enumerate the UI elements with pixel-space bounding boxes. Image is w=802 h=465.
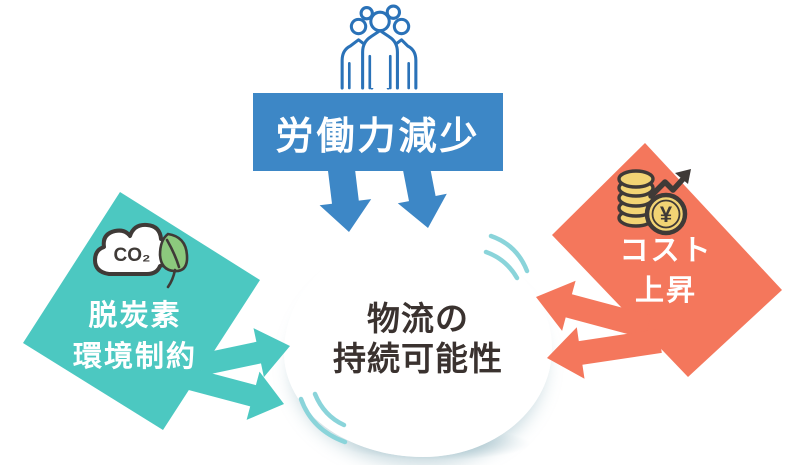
people-group-icon [340,4,418,90]
labor-arrow-right [397,163,447,228]
bubble-label-line2: 持続可能性 [333,340,503,377]
rise-arrow [648,169,691,199]
labor-banner: 労働力減少 [253,93,503,171]
labor-banner-label: 労働力減少 [275,115,481,158]
yen-symbol-text: ¥ [660,202,673,227]
coins-yen-rise-icon: ¥ [617,169,691,236]
cost-label-line1: コスト [619,235,713,267]
co2-text: CO₂ [114,245,151,266]
leaf-shape [158,232,189,289]
bubble-label-line1: 物流の [367,300,469,337]
decarbon-label-line2: 環境制約 [72,341,197,373]
co2-cloud-leaf-icon: CO₂ [93,222,189,289]
bubble-label: 物流の 持続可能性 [284,235,552,457]
cost-label: コスト 上昇 [598,231,734,311]
decarbon-label-line1: 脱炭素 [88,300,182,332]
cost-label-line2: 上昇 [634,275,697,307]
cost-arrow-lower [547,327,662,379]
decarbon-label: 脱炭素 環境制約 [30,296,240,378]
yen-coin: ¥ [644,192,688,236]
labor-arrow-left [319,164,372,232]
co2-cloud-shape [93,222,173,276]
coin-stack [617,169,655,228]
